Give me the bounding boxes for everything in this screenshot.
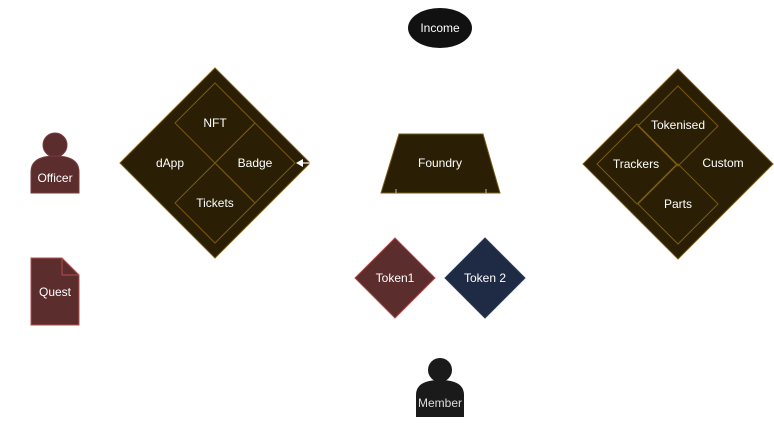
quest-document[interactable]: Quest <box>30 257 80 326</box>
token1-node[interactable]: Token1 <box>354 237 436 319</box>
tokenised-label: Tokenised <box>651 118 705 132</box>
quest-label: Quest <box>39 285 72 299</box>
left-diamond-group[interactable]: NFT dApp Badge Tickets <box>119 67 311 259</box>
arrow-connector <box>296 159 311 167</box>
tickets-label: Tickets <box>196 196 234 210</box>
income-label: Income <box>420 21 460 35</box>
foundry-shape <box>380 133 501 194</box>
member-head-icon <box>428 358 452 382</box>
right-inner-diamond-parts <box>637 163 719 245</box>
parts-label: Parts <box>664 197 692 211</box>
officer-actor[interactable]: Officer <box>30 132 80 194</box>
token1-diamond <box>354 237 436 319</box>
foundry-node[interactable]: Foundry <box>380 133 501 194</box>
foundry-label: Foundry <box>418 156 462 170</box>
officer-label: Officer <box>37 171 72 185</box>
left-inner-diamond-tickets <box>174 162 256 244</box>
custom-label: Custom <box>702 156 743 170</box>
right-diamond-group[interactable]: Tokenised Trackers Custom Parts <box>582 68 774 260</box>
dapp-label: dApp <box>156 156 184 170</box>
member-label: Member <box>418 396 462 410</box>
right-inner-diamond-tokenised <box>637 85 719 167</box>
trackers-label: Trackers <box>613 157 659 171</box>
officer-body-icon <box>30 155 80 194</box>
token1-label: Token1 <box>376 271 415 285</box>
officer-head-icon <box>42 132 68 158</box>
member-body-icon <box>416 380 464 417</box>
token2-node[interactable]: Token 2 <box>444 237 526 319</box>
member-actor[interactable]: Member <box>416 358 464 417</box>
income-node[interactable]: Income <box>408 8 472 48</box>
arrow-head-icon <box>296 159 303 167</box>
right-inner-diamond-trackers <box>596 123 678 205</box>
income-ellipse <box>408 8 472 48</box>
badge-label: Badge <box>238 156 273 170</box>
quest-fold <box>61 258 79 276</box>
nft-label: NFT <box>203 116 227 130</box>
token2-label: Token 2 <box>464 271 506 285</box>
token2-diamond <box>444 237 526 319</box>
